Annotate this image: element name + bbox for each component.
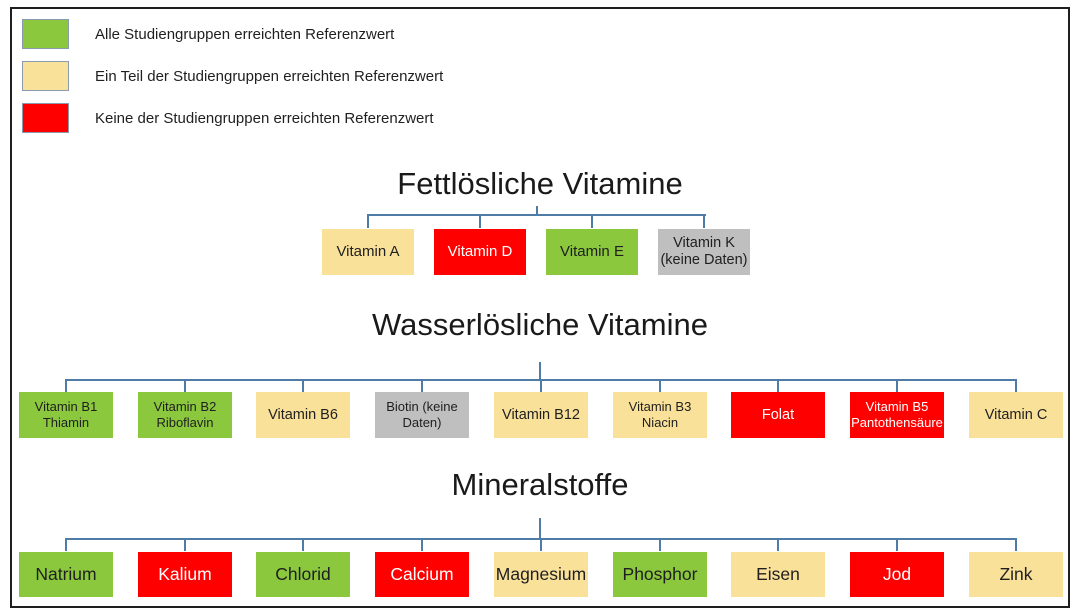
- tree-tick: [421, 379, 423, 392]
- section-title-fettloesliche-vitamine: Fettlösliche Vitamine: [397, 166, 683, 201]
- tree-tick: [777, 379, 779, 392]
- tree-stub: [539, 518, 541, 540]
- legend-label-green: Alle Studiengruppen erreichten Referenzw…: [95, 25, 395, 43]
- legend-item-green: Alle Studiengruppen erreichten Referenzw…: [22, 19, 394, 49]
- tree-tick: [540, 379, 542, 392]
- node-zink: Zink: [969, 552, 1063, 597]
- tree-tick: [65, 538, 67, 551]
- tree-tick: [540, 538, 542, 551]
- tree-tick: [184, 379, 186, 392]
- tree-tick: [703, 214, 705, 228]
- node-jod: Jod: [850, 552, 944, 597]
- tree-tick: [896, 379, 898, 392]
- node-folat: Folat: [731, 392, 825, 438]
- node-vitamin-b2-riboflavin: Vitamin B2 Riboflavin: [138, 392, 232, 438]
- legend-item-yellow: Ein Teil der Studiengruppen erreichten R…: [22, 61, 443, 91]
- tree-stub: [536, 206, 538, 216]
- tree-tick: [65, 379, 67, 392]
- node-vitamin-a: Vitamin A: [322, 229, 414, 275]
- tree-tick: [1015, 379, 1017, 392]
- legend-swatch-yellow: [22, 61, 69, 91]
- node-vitamin-k: Vitamin K (keine Daten): [658, 229, 750, 275]
- node-magnesium: Magnesium: [494, 552, 588, 597]
- tree-tick: [421, 538, 423, 551]
- legend-label-yellow: Ein Teil der Studiengruppen erreichten R…: [95, 67, 444, 85]
- tree-tick: [1015, 538, 1017, 551]
- node-chlorid: Chlorid: [256, 552, 350, 597]
- legend-item-red: Keine der Studiengruppen erreichten Refe…: [22, 103, 434, 133]
- section-title-mineralstoffe: Mineralstoffe: [451, 467, 629, 502]
- tree-tick: [659, 379, 661, 392]
- node-vitamin-d: Vitamin D: [434, 229, 526, 275]
- tree-tick: [659, 538, 661, 551]
- node-vitamin-b5-pantothensaeure: Vitamin B5 Pantothensäure: [850, 392, 944, 438]
- outer-frame: [10, 7, 1070, 608]
- tree-tick: [184, 538, 186, 551]
- legend-swatch-red: [22, 103, 69, 133]
- node-phosphor: Phosphor: [613, 552, 707, 597]
- node-vitamin-c: Vitamin C: [969, 392, 1063, 438]
- tree-tick: [591, 214, 593, 228]
- node-vitamin-b1-thiamin: Vitamin B1 Thiamin: [19, 392, 113, 438]
- node-natrium: Natrium: [19, 552, 113, 597]
- node-vitamin-e: Vitamin E: [546, 229, 638, 275]
- node-vitamin-b12: Vitamin B12: [494, 392, 588, 438]
- legend-swatch-green: [22, 19, 69, 49]
- node-calcium: Calcium: [375, 552, 469, 597]
- node-kalium: Kalium: [138, 552, 232, 597]
- node-vitamin-b3-niacin: Vitamin B3 Niacin: [613, 392, 707, 438]
- tree-stub: [539, 362, 541, 381]
- legend-label-red: Keine der Studiengruppen erreichten Refe…: [95, 109, 434, 127]
- tree-tick: [777, 538, 779, 551]
- tree-tick: [479, 214, 481, 228]
- tree-tick: [302, 379, 304, 392]
- tree-tick: [302, 538, 304, 551]
- node-biotin: Biotin (keine Daten): [375, 392, 469, 438]
- tree-tick: [896, 538, 898, 551]
- node-eisen: Eisen: [731, 552, 825, 597]
- tree-tick: [367, 214, 369, 228]
- section-title-wasserloesliche-vitamine: Wasserlösliche Vitamine: [372, 307, 708, 342]
- tree-hline: [367, 214, 706, 216]
- node-vitamin-b6: Vitamin B6: [256, 392, 350, 438]
